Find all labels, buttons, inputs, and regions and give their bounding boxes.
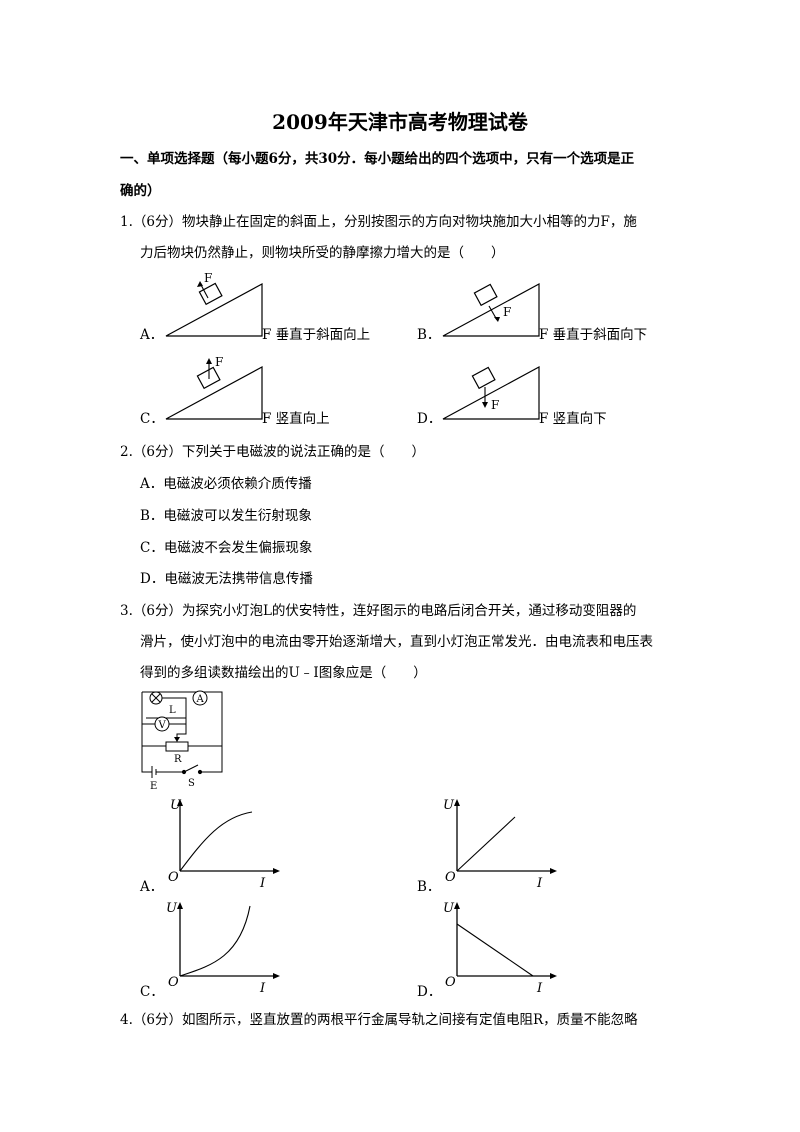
force-label-d: F (491, 398, 499, 412)
q2-option-b: B．电磁波可以发生衍射现象 (140, 508, 312, 524)
page-title: 2009年天津市高考物理试卷 (272, 110, 528, 134)
svg-text:O: O (168, 975, 179, 990)
block-d (471, 366, 496, 390)
ammeter-label: A (196, 694, 205, 705)
q1-option-d-label: D． (417, 411, 442, 427)
svg-text:U: U (443, 798, 455, 813)
force-label-b: F (503, 305, 511, 319)
svg-text:I: I (536, 981, 543, 996)
curve-c (179, 905, 251, 977)
q1-option-d-caption: F 竖直向下 (539, 411, 607, 427)
force-label-c: F (215, 355, 223, 369)
svg-text:U: U (443, 901, 455, 916)
svg-text:U: U (170, 798, 182, 813)
curve-b (456, 816, 516, 872)
q3-option-c-label: C． (140, 984, 164, 1000)
svg-text:O: O (445, 870, 456, 885)
q3-option-a-label: A． (140, 879, 164, 895)
q3-graph-a: U O I (168, 798, 280, 891)
q1-option-a-caption: F 垂直于斜面向上 (262, 327, 371, 343)
section-heading-line2: 确的） (120, 183, 161, 199)
q2-option-a: A．电磁波必须依赖介质传播 (140, 476, 312, 492)
q3-stem-line2: 滑片，使小灯泡中的电流由零开始逐渐增大，直到小灯泡正常发光．由电流表和电压表 (140, 634, 653, 650)
block-b (473, 283, 498, 307)
q1-option-b-caption: F 垂直于斜面向下 (539, 327, 648, 343)
incline-a (165, 282, 263, 337)
incline-d (442, 365, 540, 420)
q3-graph-d: U O I (443, 901, 557, 996)
block-a (198, 282, 223, 306)
battery-label: E (150, 781, 157, 792)
q3-stem-line1: 3.（6分）为探究小灯泡L的伏安特性，连好图示的电路后闭合开关，通过移动变阻器的 (120, 603, 637, 619)
switch-symbol (183, 764, 199, 773)
q2-option-d: D．电磁波无法携带信息传播 (140, 571, 313, 587)
q3-graph-b: U O I (443, 798, 557, 891)
section-heading-line1: 一、单项选择题（每小题6分，共30分．每小题给出的四个选项中，只有一个选项是正 (120, 151, 635, 167)
q2-stem: 2.（6分）下列关于电磁波的说法正确的是（ ） (120, 444, 425, 460)
q3-option-d-label: D． (417, 984, 442, 1000)
q1-option-c-label: C． (140, 411, 164, 427)
lamp-label: L (169, 705, 176, 716)
ammeter-symbol (192, 690, 208, 706)
svg-text:I: I (259, 876, 266, 891)
curve-a (179, 811, 253, 872)
rheostat-label: R (174, 754, 182, 765)
q1-figure-b: F (442, 282, 540, 337)
svg-text:U: U (166, 901, 178, 916)
q3-circuit-diagram: L A V R E S (141, 690, 223, 792)
svg-text:I: I (536, 876, 543, 891)
q1-stem-line2: 力后物块仍然静止，则物块所受的静摩擦力增大的是（ ） (140, 245, 505, 261)
q3-option-b-label: B． (417, 879, 441, 895)
q1-stem-line1: 1.（6分）物块静止在固定的斜面上，分别按图示的方向对物块施加大小相等的力F，施 (120, 214, 637, 230)
svg-text:I: I (259, 981, 266, 996)
rheostat-symbol (165, 741, 189, 752)
incline-c (165, 365, 263, 420)
svg-text:O: O (168, 870, 179, 885)
q1-option-a-label: A． (140, 327, 164, 343)
q1-figure-a: F (165, 271, 263, 337)
q3-graph-c: U O I (166, 901, 280, 996)
voltmeter-label: V (158, 720, 167, 731)
q1-figure-d: F (442, 365, 540, 420)
q2-option-c: C．电磁波不会发生偏振现象 (140, 540, 313, 556)
svg-text:O: O (445, 975, 456, 990)
switch-label: S (188, 778, 195, 789)
q3-stem-line3: 得到的多组读数描绘出的U﹣I图象应是（ ） (140, 665, 427, 681)
q4-stem-line1: 4.（6分）如图所示，竖直放置的两根平行金属导轨之间接有定值电阻R，质量不能忽略 (120, 1012, 638, 1028)
q1-option-b-label: B． (417, 327, 441, 343)
q1-option-c-caption: F 竖直向上 (262, 411, 330, 427)
q1-figure-c: F (165, 355, 263, 420)
curve-d (456, 923, 534, 977)
force-label-a: F (204, 271, 212, 285)
